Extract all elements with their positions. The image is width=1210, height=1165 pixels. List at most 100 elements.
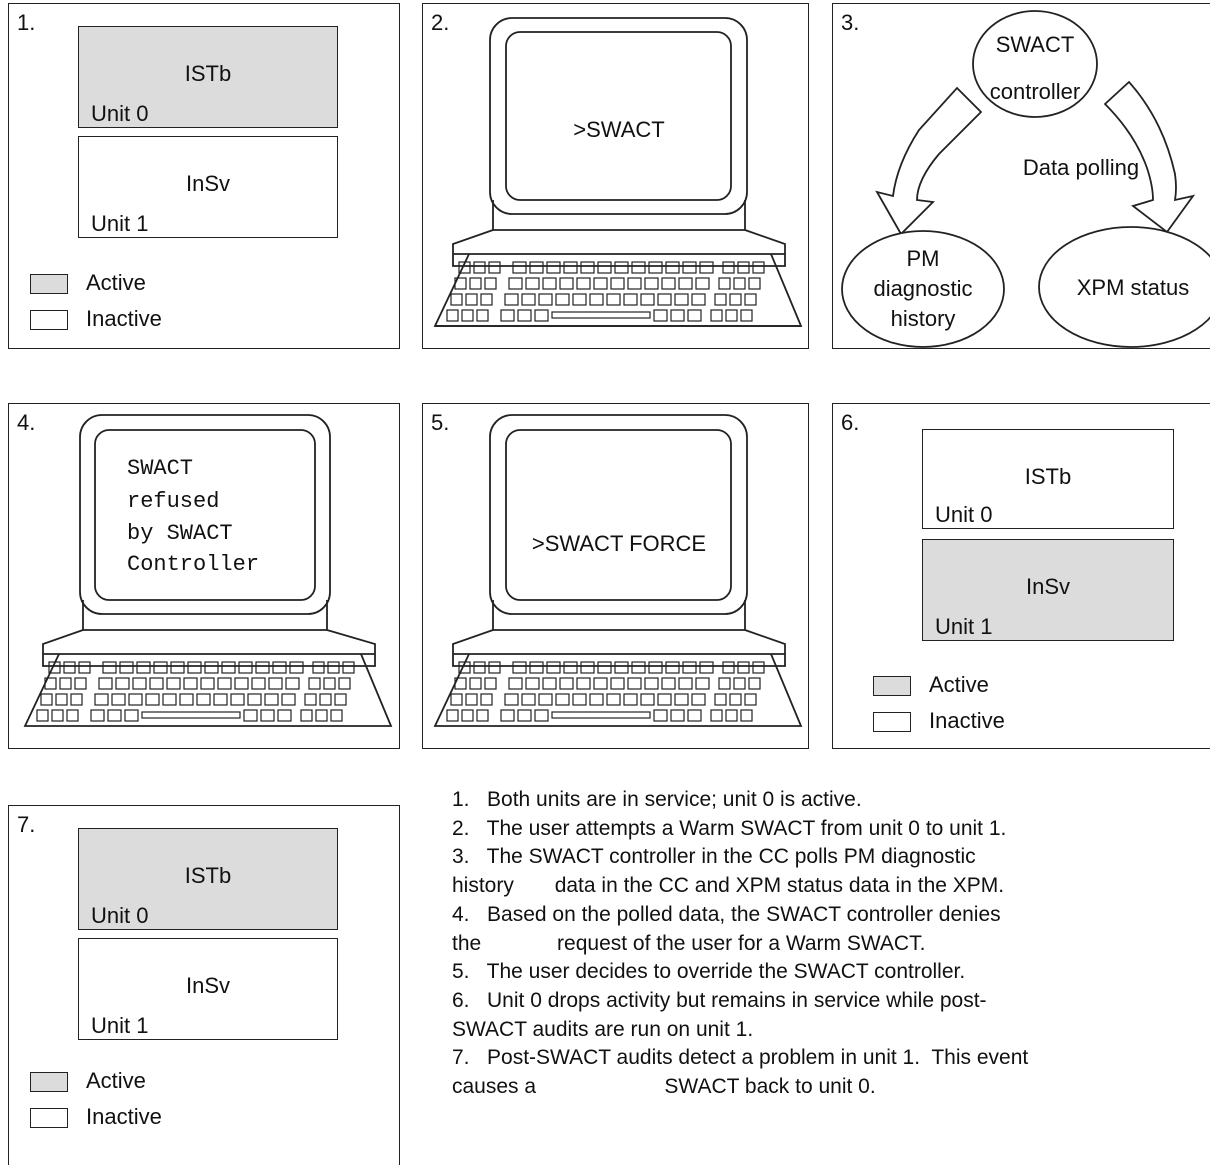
key	[78, 661, 91, 674]
key	[480, 293, 493, 306]
unit-0-state: ISTb	[184, 863, 232, 888]
key	[488, 661, 501, 674]
key	[469, 677, 482, 690]
key	[534, 709, 549, 722]
caption-line: 1. Both units are in service; unit 0 is …	[452, 788, 862, 811]
unit-1-state: InSv	[185, 973, 231, 998]
key	[484, 677, 497, 690]
unit-1-label: Unit 1	[935, 614, 993, 639]
key	[563, 261, 578, 274]
key	[718, 277, 731, 290]
caption-line: 3. The SWACT controller in the CC polls …	[452, 845, 976, 869]
key	[725, 709, 738, 722]
key	[546, 661, 561, 674]
key	[740, 309, 753, 322]
key	[308, 677, 321, 690]
key	[648, 661, 663, 674]
screen-line-2: refused	[127, 489, 219, 514]
key	[304, 693, 317, 706]
key	[576, 277, 591, 290]
key	[128, 693, 143, 706]
key	[529, 661, 544, 674]
key	[710, 309, 723, 322]
key	[525, 677, 540, 690]
caption-line: 5. The user decides to override the SWAC…	[452, 960, 966, 984]
key	[107, 709, 122, 722]
spacebar	[551, 711, 651, 719]
panel-number: 2.	[431, 10, 450, 35]
key	[500, 709, 515, 722]
caption-line: 6. Unit 0 drops activity but remains in …	[452, 988, 987, 1012]
key	[268, 677, 283, 690]
key	[450, 293, 463, 306]
key	[264, 693, 279, 706]
legend-active-label: Active	[86, 270, 146, 295]
key	[687, 309, 702, 322]
key	[627, 677, 642, 690]
key	[740, 709, 753, 722]
key	[640, 693, 655, 706]
key	[729, 693, 742, 706]
key	[476, 709, 489, 722]
key	[678, 277, 693, 290]
key	[454, 277, 467, 290]
key	[631, 661, 646, 674]
controller-label-line1: SWACT	[996, 32, 1075, 57]
key	[450, 693, 463, 706]
key	[563, 661, 578, 674]
key	[538, 693, 553, 706]
active-swatch	[873, 676, 911, 696]
key	[597, 661, 612, 674]
key	[446, 709, 459, 722]
key	[473, 661, 486, 674]
panel-2: 2. >SWACT	[422, 3, 809, 349]
key	[517, 309, 532, 322]
key	[334, 693, 347, 706]
key	[534, 309, 549, 322]
key	[744, 693, 757, 706]
key	[714, 293, 727, 306]
key	[465, 293, 478, 306]
screen-line-1: SWACT	[127, 456, 193, 481]
key	[187, 661, 202, 674]
key	[631, 261, 646, 274]
key	[718, 677, 731, 690]
unit-1-label: Unit 1	[91, 1013, 149, 1038]
key	[648, 261, 663, 274]
caption-line: 7. Post-SWACT audits detect a problem in…	[452, 1046, 1029, 1070]
key	[559, 677, 574, 690]
unit-0-state: ISTb	[184, 61, 232, 86]
left-arrow-icon	[875, 86, 983, 236]
key	[504, 293, 519, 306]
key	[606, 693, 621, 706]
unit-0-label: Unit 0	[91, 903, 149, 928]
key	[710, 709, 723, 722]
key	[504, 693, 519, 706]
controller-ellipse	[972, 10, 1098, 118]
key	[454, 677, 467, 690]
key	[70, 693, 83, 706]
key	[589, 293, 604, 306]
key	[315, 709, 328, 722]
key	[546, 261, 561, 274]
unit-1-state: InSv	[185, 171, 231, 196]
key	[36, 709, 49, 722]
computer-terminal-icon: SWACT refused by SWACT Controller	[23, 414, 393, 727]
key	[44, 677, 57, 690]
key	[661, 677, 676, 690]
key	[458, 661, 471, 674]
key	[285, 677, 300, 690]
screen-line-4: Controller	[127, 552, 259, 577]
key	[644, 277, 659, 290]
key	[580, 261, 595, 274]
key	[670, 309, 685, 322]
key	[627, 277, 642, 290]
screen-line-3: by SWACT	[127, 521, 233, 546]
key	[744, 293, 757, 306]
key	[644, 677, 659, 690]
key	[559, 277, 574, 290]
key	[623, 293, 638, 306]
key	[63, 661, 76, 674]
data-polling-diagram: SWACT controller Data polling PM diagnos…	[841, 10, 1210, 348]
key	[149, 677, 164, 690]
